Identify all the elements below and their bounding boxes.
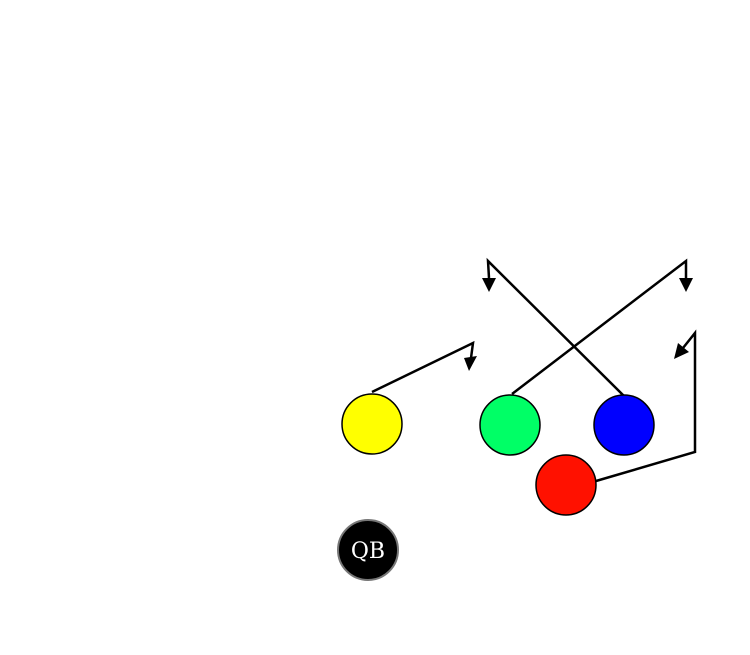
route-yellow bbox=[371, 340, 477, 394]
route-blue bbox=[482, 257, 625, 397]
route-red bbox=[595, 329, 697, 483]
arrowhead-green bbox=[679, 278, 693, 292]
player-red bbox=[535, 454, 597, 516]
route-green bbox=[511, 258, 693, 395]
player-green bbox=[479, 394, 541, 456]
arrowhead-yellow bbox=[464, 356, 477, 371]
player-yellow bbox=[341, 393, 403, 455]
player-qb: QB bbox=[337, 519, 399, 581]
qb-circle bbox=[337, 519, 399, 581]
arrowhead-blue bbox=[482, 278, 496, 292]
qb-label: QB bbox=[351, 539, 385, 564]
player-blue bbox=[593, 394, 655, 456]
arrowhead-red bbox=[674, 343, 689, 359]
